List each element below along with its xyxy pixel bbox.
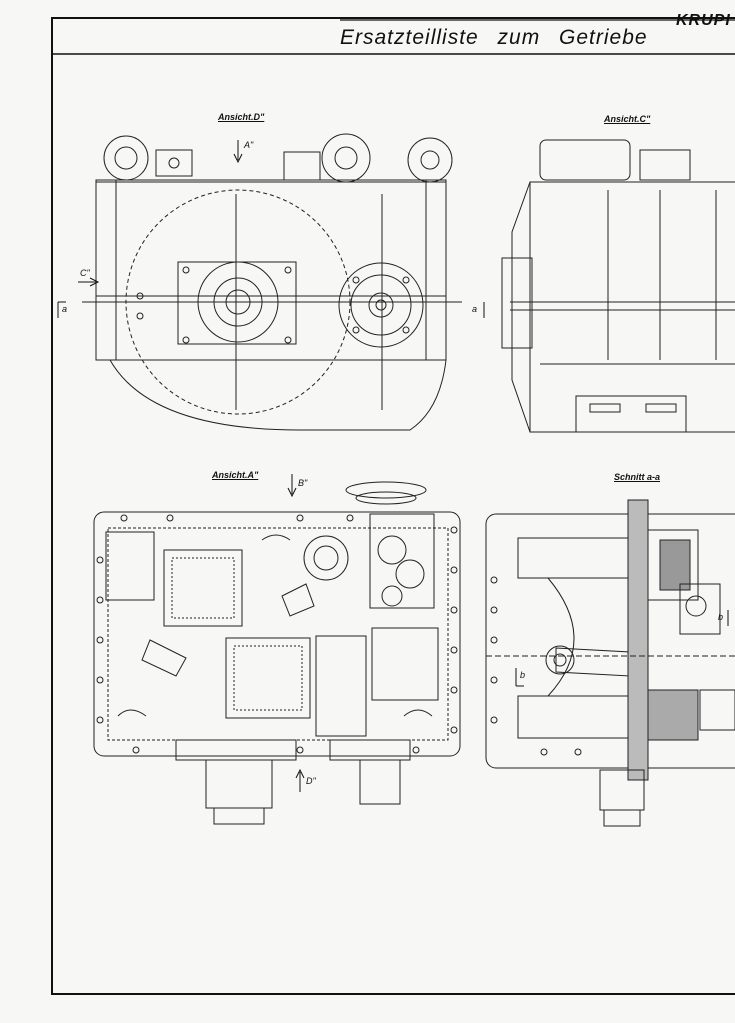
arrow-a-marker: A"	[244, 140, 254, 150]
manufacturer-brand: KRUPI	[676, 12, 731, 29]
arrow-b-marker: B"	[298, 478, 308, 488]
view-a-label: Ansicht.A"	[212, 470, 259, 480]
arrow-d-marker: D"	[306, 776, 316, 786]
view-c-label: Ansicht.C"	[604, 114, 651, 124]
section-aa-drawing	[485, 499, 735, 827]
view-a-drawing	[93, 481, 461, 825]
cut-a-right-marker: a	[472, 304, 478, 314]
sheet-title: Ersatzteilliste zum Getriebe	[340, 26, 648, 49]
cut-b-right-marker: b	[718, 612, 724, 622]
view-d-label: Ansicht.D"	[218, 112, 265, 122]
cut-b-left-marker: b	[520, 670, 526, 680]
cut-a-left-marker: a	[62, 304, 68, 314]
sheet-frame	[51, 17, 735, 995]
section-aa-label: Schnitt a-a	[614, 472, 661, 482]
view-d-drawing	[82, 133, 462, 431]
view-arrows	[57, 140, 729, 792]
arrow-c-marker: C"	[80, 268, 90, 278]
view-c-drawing	[501, 139, 735, 433]
